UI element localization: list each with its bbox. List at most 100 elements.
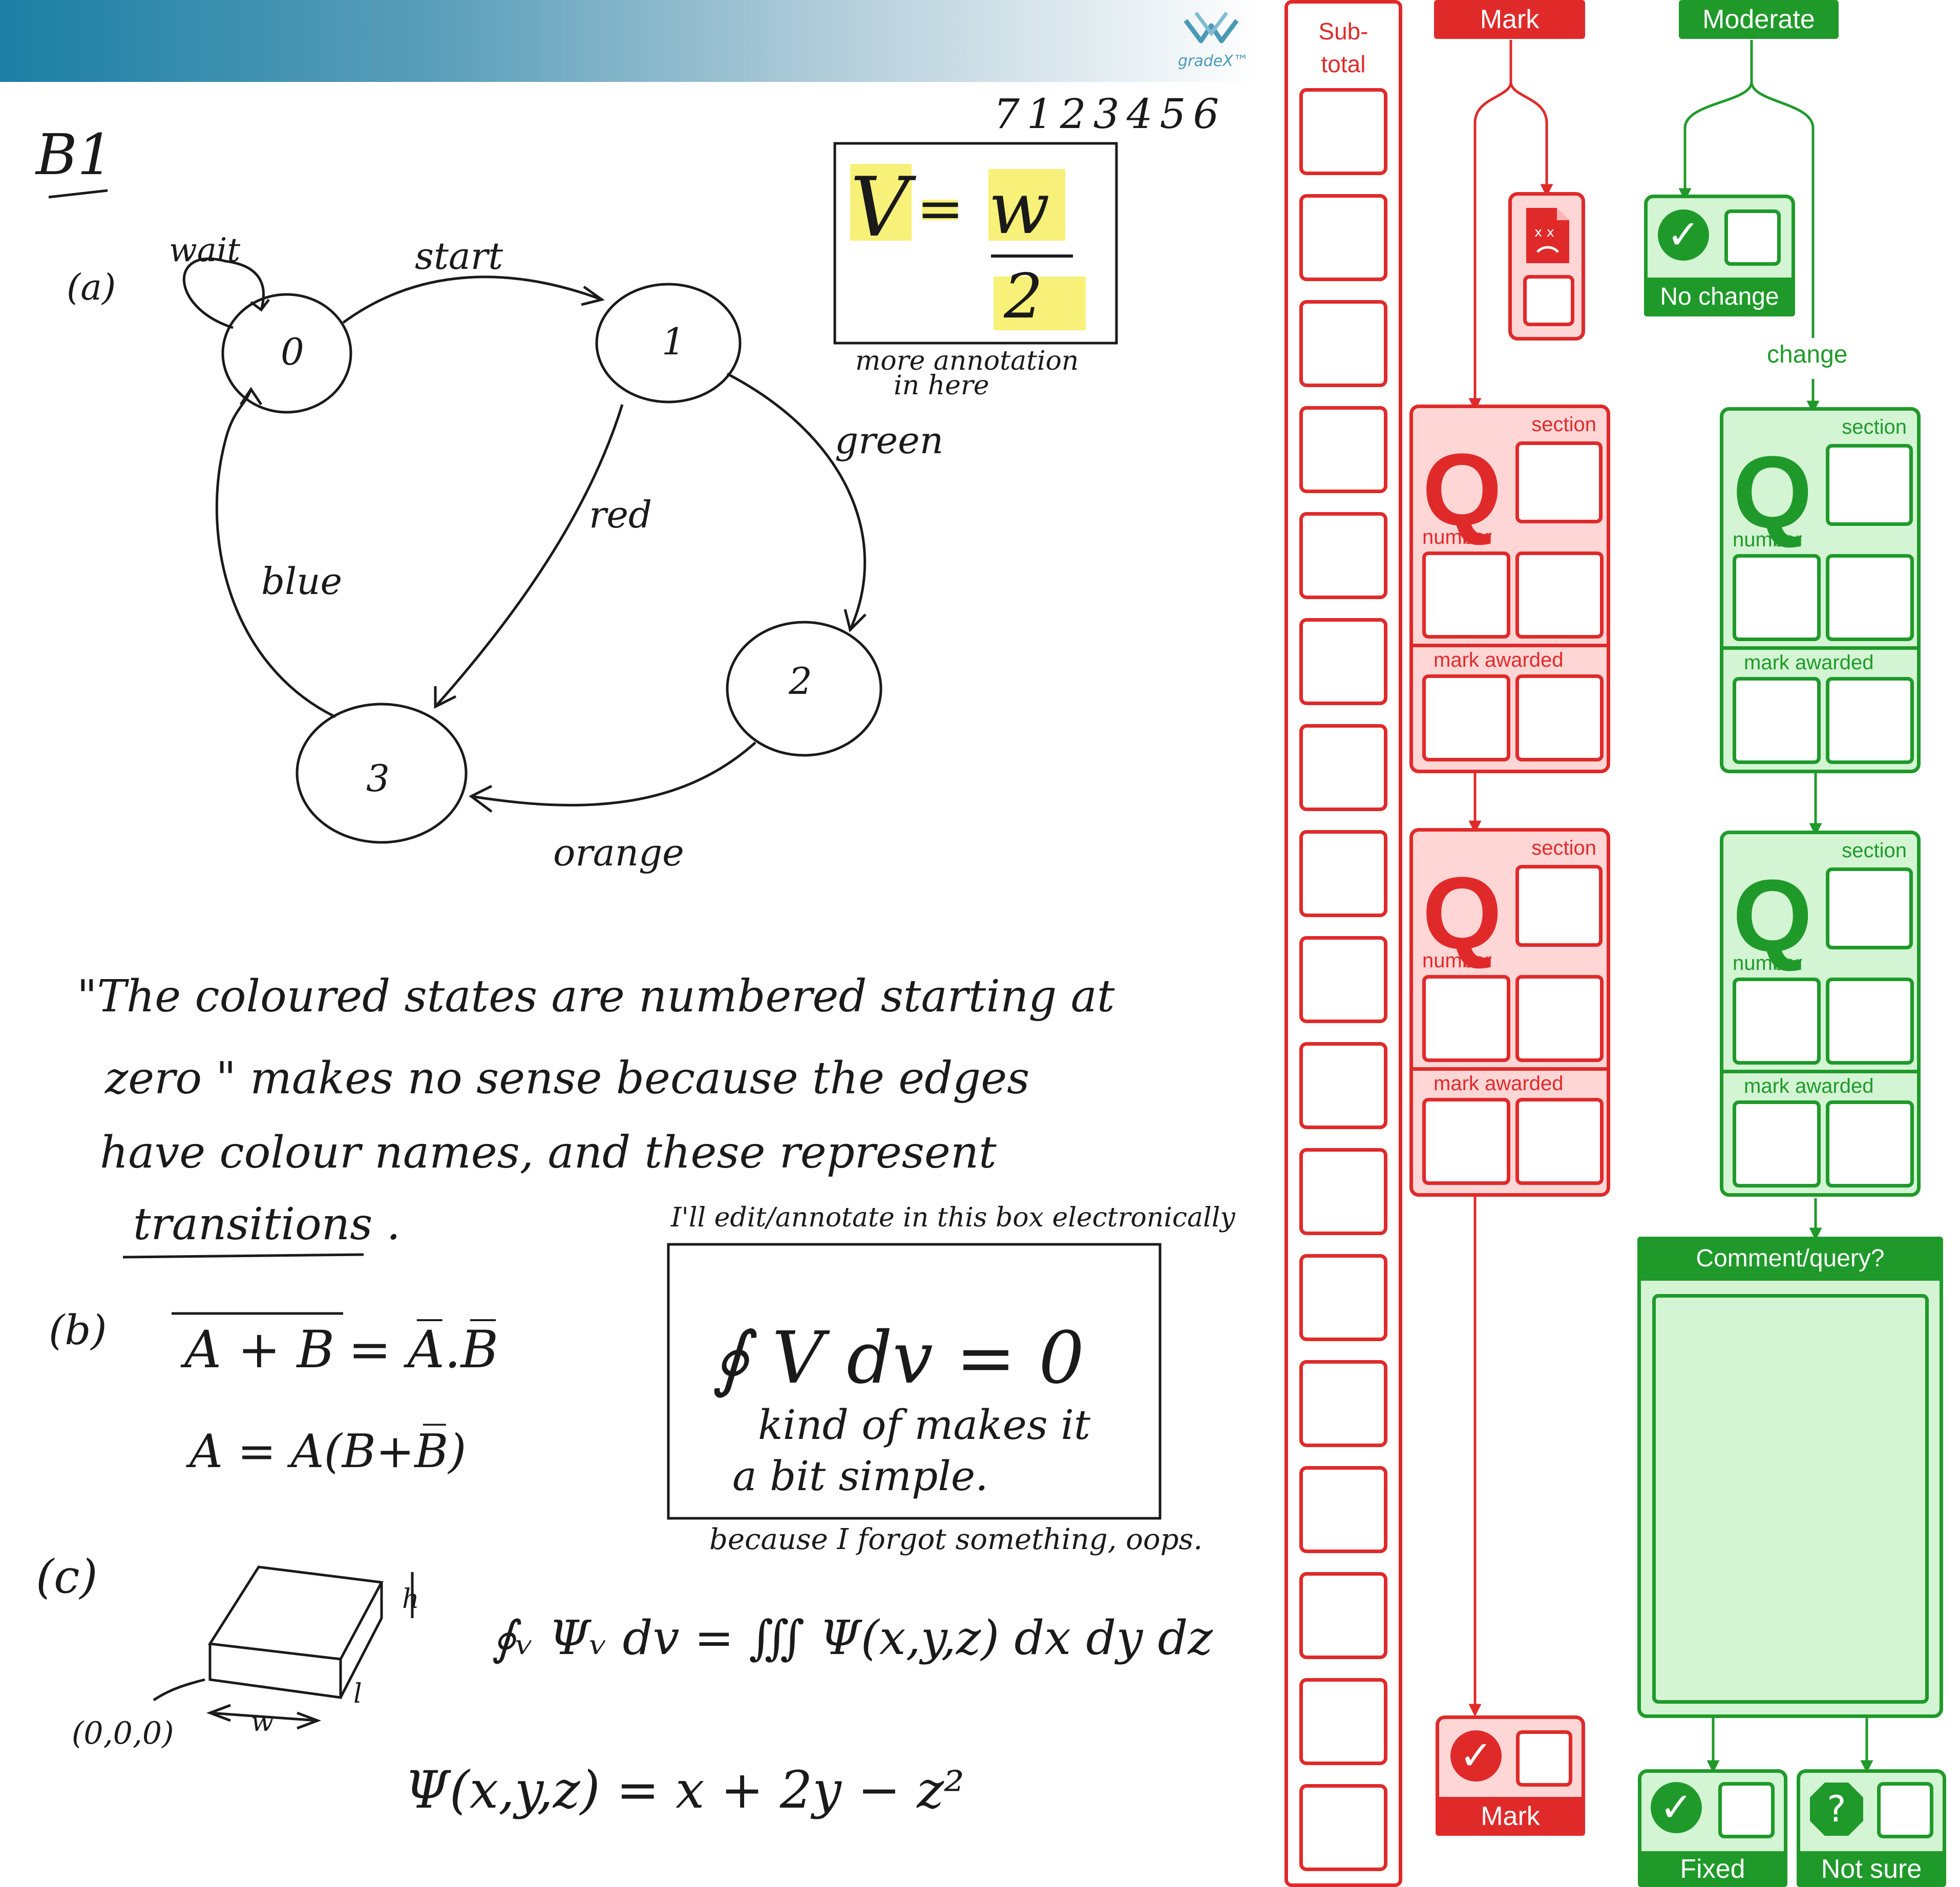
subtotal-box[interactable] [1299,194,1387,281]
paragraph-line-1: "The coloured states are numbered starti… [77,971,1115,1022]
subtotal-box[interactable] [1299,830,1387,917]
edit-box-line-2: a bit simple. [732,1452,988,1500]
section-input[interactable] [1515,865,1603,947]
number-digit-1[interactable] [1733,554,1821,641]
mark-awarded-digit-1[interactable] [1422,1098,1510,1185]
subtotal-box[interactable] [1299,406,1387,493]
annotation-caption-2: in here [894,370,989,401]
number-digit-2[interactable] [1515,552,1604,639]
subtotal-box[interactable] [1299,1784,1387,1871]
mark-awarded-label: mark awarded [1434,649,1564,671]
fixed-panel: ✓ Fixed [1638,1769,1787,1887]
subtotal-box[interactable] [1299,618,1387,705]
state-2-label: 2 [788,660,812,703]
mark-awarded-digit-2[interactable] [1826,1100,1914,1188]
section-input[interactable] [1826,444,1913,526]
number-label: number [1733,528,1802,551]
subtotal-box[interactable] [1299,724,1387,811]
gradex-mark-icon [1184,11,1239,44]
state-0-circle [221,293,352,414]
formula-w: w [988,167,1050,250]
cube-w: w [251,1707,274,1737]
section-input[interactable] [1515,441,1603,523]
state-3-circle [296,703,468,844]
mark-awarded-digit-2[interactable] [1515,674,1604,761]
question-glyph: ? [1827,1788,1846,1830]
part-b-eq1-rhs: = A̅.B̅ [348,1320,498,1380]
number-digit-2[interactable] [1515,975,1604,1062]
red-label: red [589,493,652,536]
part-c-eq1: ∮ᵥ Ψᵥ dv = ∭ Ψ(x,y,z) dx dy dz [492,1610,1213,1665]
formula-eq: = [917,176,964,241]
paragraph-line-4: transitions . [133,1199,401,1250]
state-1-label: 1 [662,320,685,363]
mark-awarded-digit-1[interactable] [1733,677,1821,764]
subtotal-box[interactable] [1299,300,1387,387]
number-digit-1[interactable] [1422,975,1510,1062]
subtotal-box[interactable] [1299,88,1387,175]
orange-edge [471,741,756,807]
section-label: section [1842,839,1907,862]
orange-label: orange [553,831,684,874]
page-bad-toggle[interactable]: x x [1508,192,1585,341]
subtotal-box[interactable] [1299,1360,1387,1447]
mark-awarded-digit-2[interactable] [1515,1098,1604,1185]
check-icon: ✓ [1450,1730,1502,1782]
part-b-eq2: A = A(B+B̅) [186,1424,467,1478]
fixed-checkbox[interactable] [1718,1782,1775,1838]
wait-label: wait [169,231,240,269]
subtotal-box[interactable] [1299,1572,1387,1659]
mark-awarded-digit-1[interactable] [1422,674,1510,761]
subtotal-box[interactable] [1299,1148,1387,1235]
part-b-eq1-lhs: A + B [180,1320,334,1380]
moderate-section-panel-1: section Q number mark awarded [1720,407,1921,773]
question-octagon-icon [1810,1783,1863,1836]
no-change-checkbox[interactable] [1724,209,1781,266]
bad-page-checkbox[interactable] [1523,275,1574,326]
q-icon: Q [1422,856,1502,970]
mark-complete-checkbox[interactable] [1516,1730,1572,1787]
question-label: B1 [35,122,113,187]
subtotal-box[interactable] [1299,1254,1387,1341]
mark-awarded-digit-2[interactable] [1826,677,1914,764]
state-3-label: 3 [366,757,390,800]
subtotal-box[interactable] [1299,512,1387,599]
mark-awarded-label: mark awarded [1744,651,1874,674]
subtotal-box[interactable] [1299,1678,1387,1765]
number-digit-2[interactable] [1826,978,1914,1065]
section-label: section [1531,837,1596,859]
fixed-button[interactable]: Fixed [1638,1851,1787,1887]
wait-loop-edge [182,257,265,329]
comment-textarea[interactable] [1652,1294,1929,1704]
moderate-header: Moderate [1679,0,1839,39]
no-change-panel: ✓ No change [1644,195,1795,316]
subtotal-box[interactable] [1299,1042,1387,1129]
subtotal-box[interactable] [1299,936,1387,1023]
gradex-logo: gradeX™ [1173,10,1250,77]
mark-footer-button[interactable]: Mark [1436,1797,1585,1836]
not-sure-button[interactable]: Not sure [1797,1851,1946,1887]
number-label: number [1422,526,1492,548]
number-digit-1[interactable] [1733,978,1821,1065]
mark-awarded-label: mark awarded [1744,1075,1874,1097]
number-digit-2[interactable] [1826,554,1914,641]
subtotal-box[interactable] [1299,1466,1387,1553]
cube-drawing [153,1565,414,1730]
annotation-caption-1: more annotation [855,346,1079,376]
not-sure-checkbox[interactable] [1877,1782,1933,1838]
check-icon: ✓ [1658,209,1709,261]
no-change-button[interactable]: No change [1644,278,1795,316]
cube-h: h [402,1584,419,1615]
formula-2: 2 [1003,261,1043,332]
svg-text:x x: x x [1534,225,1554,240]
mark-awarded-label: mark awarded [1434,1072,1564,1095]
number-label: number [1422,949,1492,972]
q-icon: Q [1733,435,1813,549]
section-input[interactable] [1826,867,1913,949]
mark-awarded-digit-1[interactable] [1733,1100,1821,1188]
edit-box-after: because I forgot something, oops. [709,1523,1203,1556]
part-a-label: (a) [67,266,116,308]
number-digit-1[interactable] [1422,552,1510,639]
section-label: section [1531,413,1596,436]
part-c-label: (c) [36,1550,98,1604]
